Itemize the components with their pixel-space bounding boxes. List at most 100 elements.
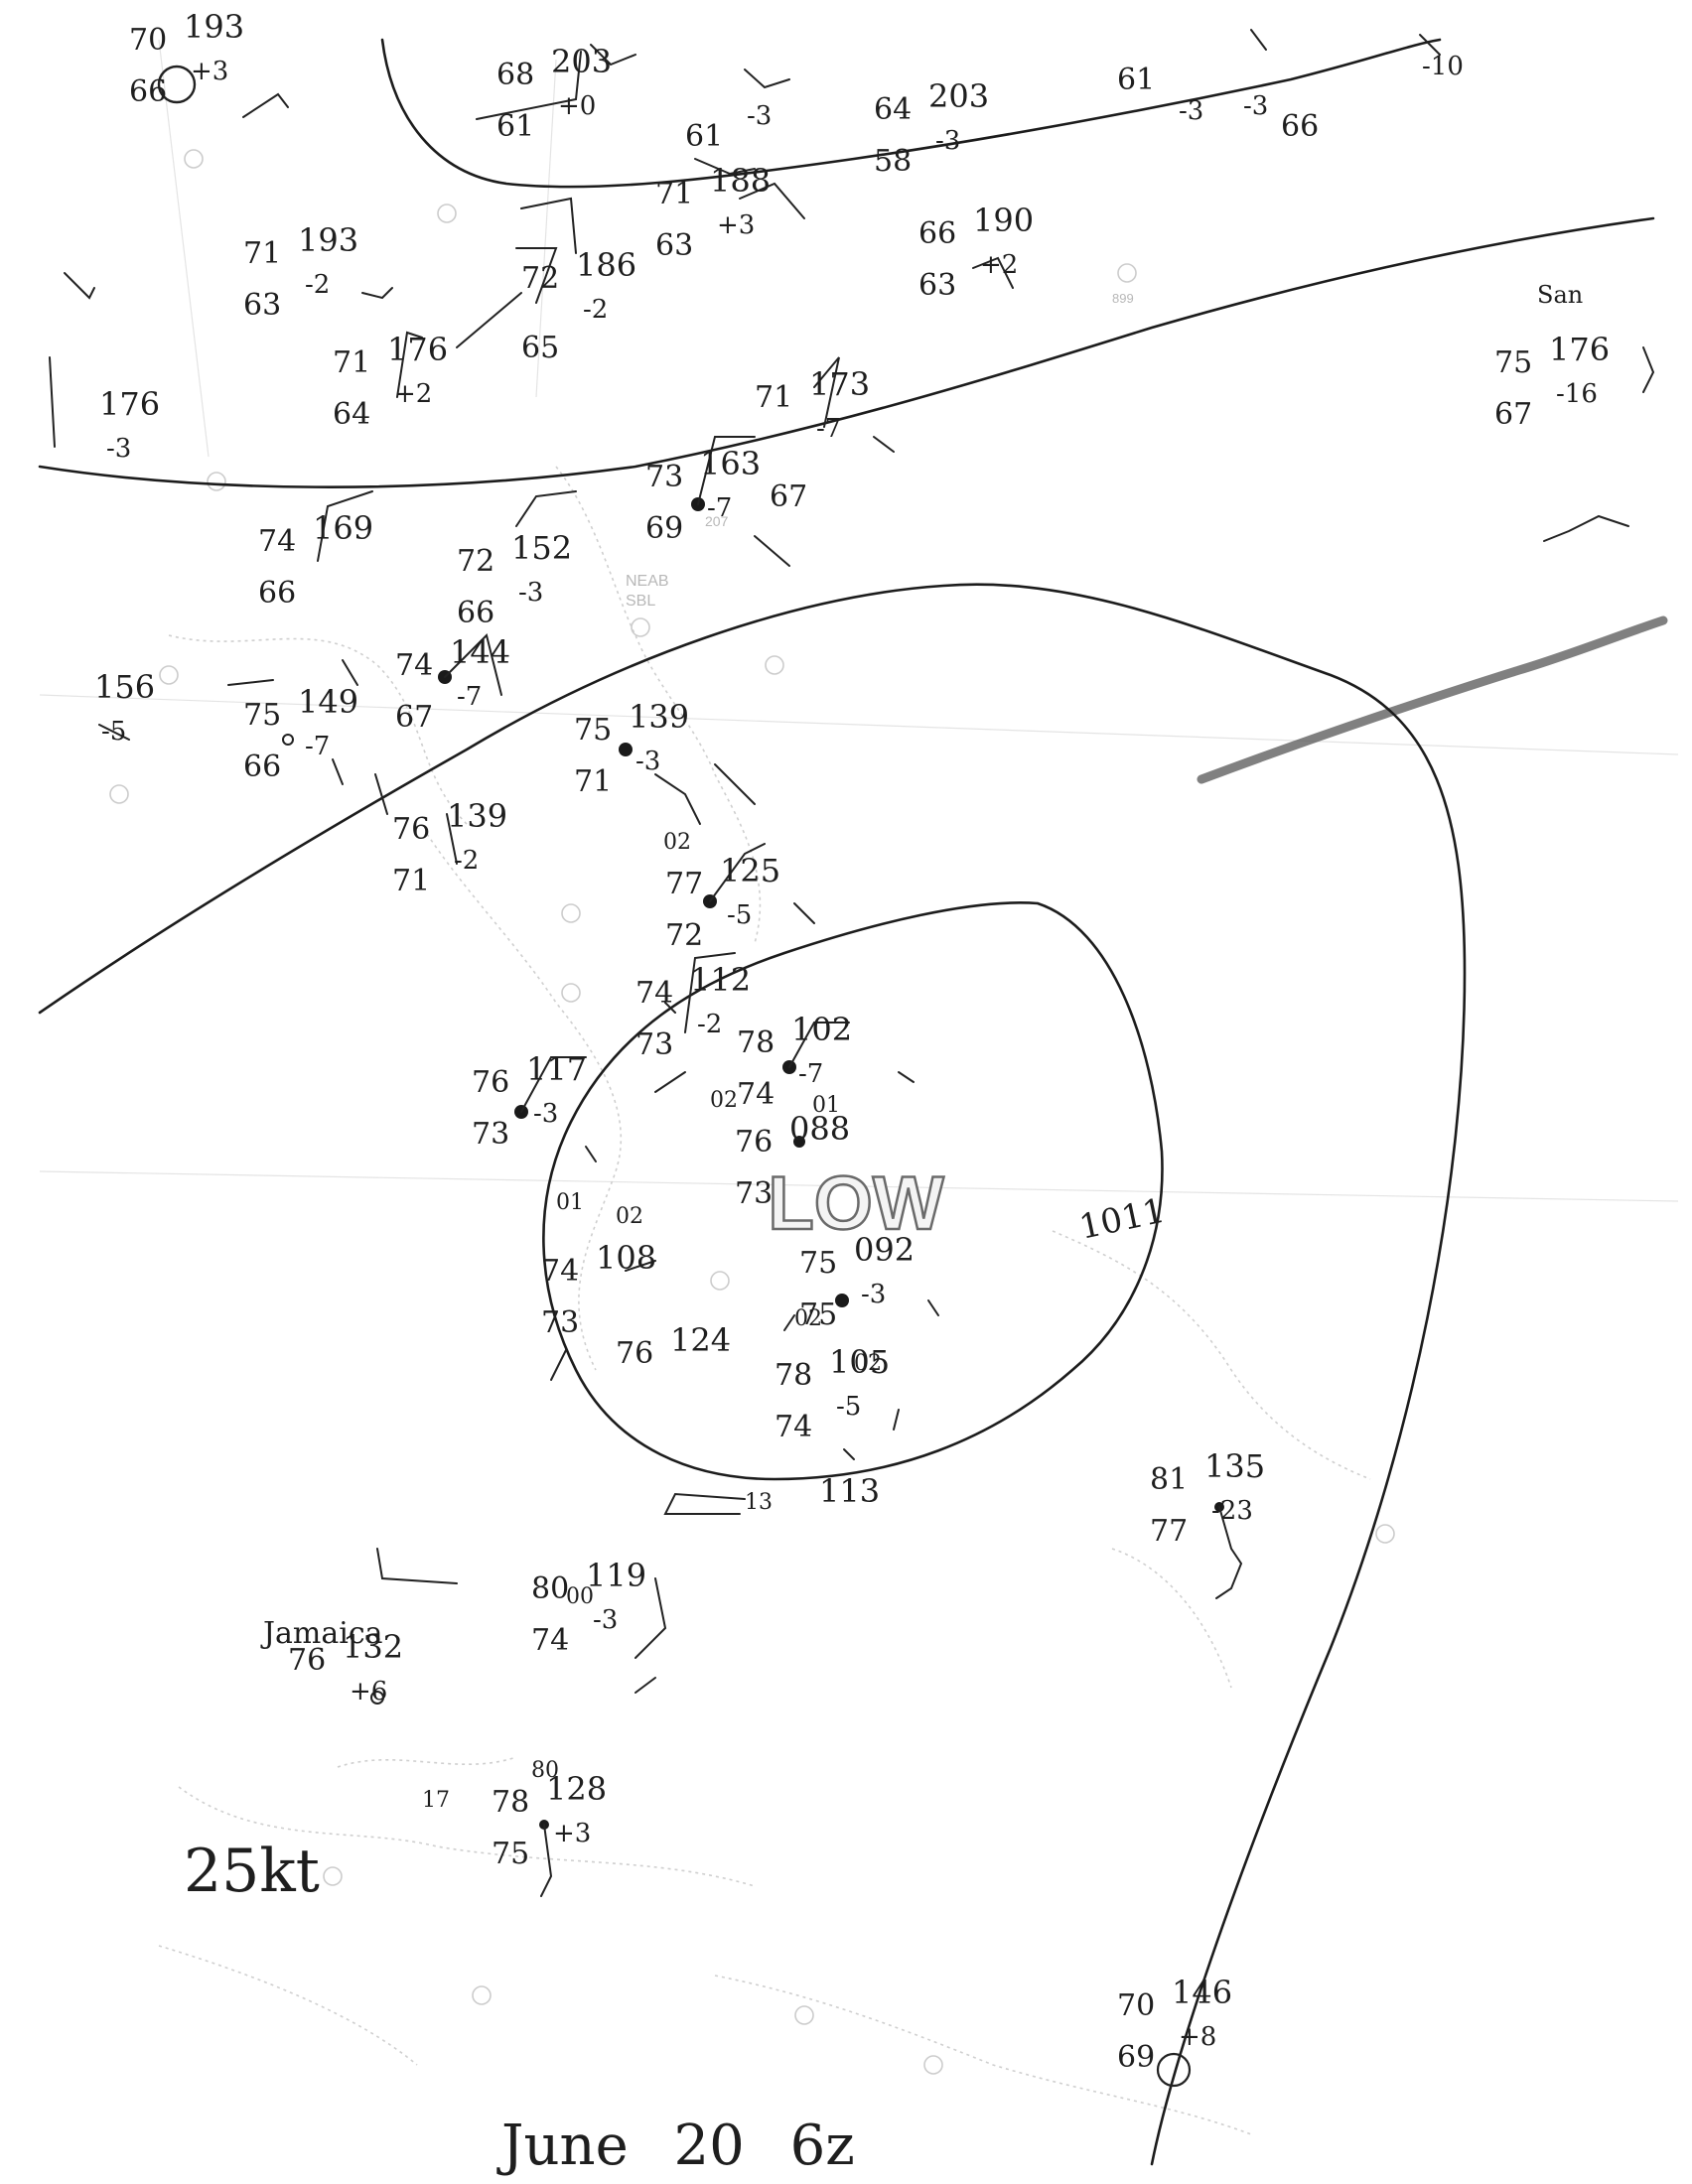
station-dewpoint: 69 — [645, 511, 683, 546]
isobar-north-ridge — [380, 38, 1442, 189]
station-dewpoint: 66 — [129, 74, 167, 109]
station-dewpoint: 61 — [496, 109, 534, 144]
station-pressure: 117 — [526, 1050, 587, 1088]
station-dewpoint: 71 — [574, 764, 612, 799]
station-pressure-tendency: -5 — [101, 717, 126, 747]
station-pressure-tendency: -7 — [798, 1059, 823, 1089]
station-dewpoint: 58 — [874, 144, 912, 179]
station-dewpoint: 64 — [333, 397, 370, 432]
station-dewpoint: 61 — [685, 119, 723, 154]
station-pressure: 113 — [819, 1472, 880, 1510]
station-temperature: 80 — [531, 1571, 569, 1606]
station-dewpoint: 74 — [775, 1410, 812, 1444]
station-code: 02 — [794, 1306, 822, 1331]
station-dewpoint: 74 — [531, 1623, 569, 1658]
station-pressure-tendency: +8 — [1179, 2022, 1216, 2052]
station-pressure-tendency: +2 — [394, 379, 432, 409]
station-pressure-tendency: -3 — [747, 101, 772, 131]
station-dewpoint: 66 — [258, 576, 296, 611]
station-temperature: 78 — [492, 1785, 529, 1820]
station-pressure: 193 — [184, 8, 244, 46]
station-dewpoint: 73 — [635, 1027, 673, 1062]
station-pressure: 163 — [700, 445, 761, 482]
station-pressure: 176 — [1549, 331, 1610, 368]
station-pressure: 125 — [720, 852, 780, 889]
station-dewpoint: 67 — [1494, 397, 1532, 432]
station-temperature: 74 — [635, 976, 673, 1011]
station-dewpoint: 63 — [243, 288, 281, 323]
station-dewpoint: 67 — [395, 700, 433, 735]
station-temperature: 78 — [775, 1358, 812, 1393]
station-temperature: 68 — [496, 58, 534, 92]
station-temperature: 76 — [735, 1125, 773, 1160]
station-code: 01 — [556, 1190, 584, 1215]
station-id: NEAB — [626, 573, 669, 590]
station-dewpoint: 71 — [392, 864, 430, 898]
station-dewpoint: 63 — [655, 228, 693, 263]
station-temperature: 74 — [258, 524, 296, 559]
station-dewpoint: 69 — [1117, 2040, 1155, 2075]
station-pressure: 188 — [710, 162, 771, 200]
note-jamaica: Jamaica — [260, 1616, 383, 1651]
station-code: 17 — [422, 1788, 450, 1813]
station-dewpoint: 66 — [457, 596, 494, 630]
station-pressure: 186 — [576, 246, 636, 284]
station-temperature: 71 — [243, 236, 281, 271]
station-pressure: 176 — [387, 331, 448, 368]
station-pressure-tendency: -2 — [305, 270, 330, 300]
station-code: 00 — [566, 1584, 594, 1609]
station-code: 02 — [854, 1351, 882, 1376]
station-pressure: 149 — [298, 683, 358, 721]
station-temperature: 75 — [799, 1246, 837, 1281]
station-pressure-tendency: -3 — [1243, 91, 1268, 121]
station-pressure-tendency: +3 — [553, 1819, 591, 1848]
date-caption: June 20 6z — [496, 2114, 855, 2178]
station-temperature: 66 — [918, 216, 956, 251]
station-pressure-tendency: +2 — [980, 250, 1018, 280]
base-map: 899 NEAB SBL 207 — [39, 39, 1679, 2135]
station-temperature: 76 — [392, 812, 430, 847]
station-temperature: 72 — [457, 544, 494, 579]
station-pressure-tendency: +3 — [191, 57, 228, 86]
station-pressure-tendency: -5 — [836, 1392, 861, 1422]
isobar-trough — [38, 583, 1467, 2166]
station-pressure: 203 — [551, 43, 612, 80]
station-code: 02 — [663, 830, 691, 855]
station-id: SBL — [626, 593, 655, 610]
wind-barbs — [49, 29, 1655, 2088]
station-temperature: 67 — [770, 479, 807, 514]
station-pressure: 092 — [854, 1231, 915, 1269]
station-dewpoint: 66 — [1281, 109, 1319, 144]
station-code: 02 — [710, 1088, 738, 1113]
station-pressure-tendency: -2 — [697, 1010, 722, 1039]
station-temperature: 71 — [755, 380, 792, 415]
station-code: 80 — [531, 1758, 559, 1783]
station-pressure: 132 — [343, 1628, 403, 1666]
station-pressure: 144 — [450, 633, 510, 671]
low-center: LOW — [767, 1160, 945, 1248]
station-temperature: 71 — [655, 177, 693, 211]
station-pressure-tendency: -5 — [727, 900, 752, 930]
station-pressure: 119 — [586, 1557, 646, 1594]
front-line — [1197, 615, 1668, 784]
station-temperature: 74 — [395, 648, 433, 683]
station-dewpoint: 73 — [541, 1305, 579, 1340]
station-temperature: 81 — [1150, 1462, 1188, 1497]
station-temperature: 65 — [521, 331, 559, 365]
station-temperature: 70 — [1117, 1988, 1155, 2023]
station-pressure: 105 — [829, 1343, 890, 1381]
station-dewpoint: 75 — [492, 1837, 529, 1871]
station-pressure-tendency: -3 — [635, 747, 660, 776]
station-pressure: 173 — [809, 365, 870, 403]
station-pressure: 139 — [447, 797, 507, 835]
station-dewpoint: 75 — [799, 1297, 837, 1332]
station-pressure-tendency: +3 — [717, 210, 755, 240]
station-pressure: 139 — [629, 698, 689, 736]
station-pressure-tendency: -16 — [1556, 379, 1598, 409]
station-temperature: 76 — [616, 1336, 653, 1371]
station-temperature: 73 — [645, 460, 683, 494]
station-id: 207 — [705, 513, 729, 529]
